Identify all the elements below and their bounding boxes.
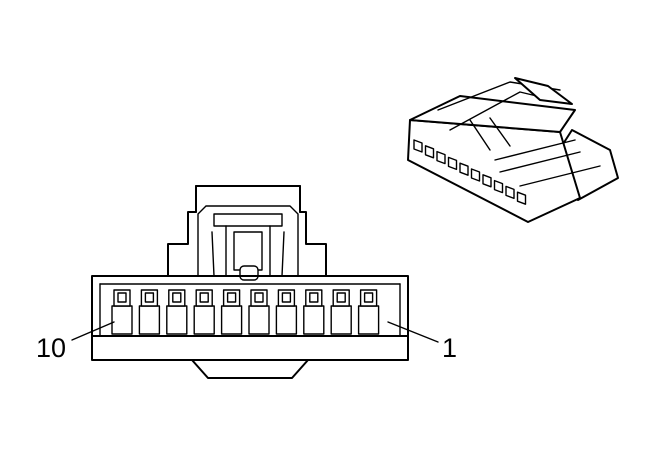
- iso-cavity-9: [505, 185, 515, 200]
- cavity-slot-7: [193, 305, 215, 335]
- cavity-slot-9: [138, 305, 161, 335]
- iso-cavity-5: [459, 162, 469, 176]
- iso-cavity-8: [493, 179, 504, 194]
- cavity-slot-1: [357, 305, 380, 335]
- connector-isometric-view: [407, 77, 619, 223]
- cavity-terminal-6: [226, 292, 237, 303]
- latch-arm-outer: [197, 205, 299, 277]
- iso-side-line-3: [519, 165, 601, 187]
- iso-rib-2: [489, 117, 511, 147]
- iso-side-line-1: [494, 139, 576, 161]
- latch-window: [233, 231, 263, 271]
- iso-side-line-2: [499, 151, 581, 173]
- cavity-terminal-8: [172, 292, 182, 303]
- cavity-terminal-10: [117, 292, 127, 303]
- cavity-terminal-5: [254, 292, 264, 303]
- latch-tower-inner-edges: [195, 185, 301, 213]
- iso-cavity-6: [470, 168, 481, 182]
- cavity-row: [111, 289, 380, 335]
- cavity-slot-6: [220, 305, 243, 335]
- cavity-slot-3: [303, 305, 325, 335]
- latch-tower: [167, 185, 327, 277]
- iso-cavity-10: [516, 191, 527, 205]
- leader-line-1: [387, 321, 439, 343]
- iso-cavity-3: [436, 150, 446, 165]
- iso-body-front: [407, 119, 581, 223]
- leader-line-10: [71, 321, 115, 341]
- iso-cavity-7: [482, 174, 492, 188]
- cavity-terminal-1: [363, 292, 374, 303]
- cavity-terminal-4: [281, 292, 292, 303]
- pin-label-10: 10: [36, 333, 66, 363]
- latch-arm-top: [213, 213, 283, 227]
- cavity-terminal-3: [309, 292, 319, 303]
- pin-label-1: 1: [442, 333, 457, 363]
- cavity-slot-8: [166, 305, 188, 335]
- latch-ribs: [211, 231, 285, 277]
- polarization-key: [191, 359, 309, 379]
- connector-front-view: 10 1: [36, 185, 457, 379]
- cavity-slot-4: [275, 305, 298, 335]
- cavity-terminal-2: [336, 292, 346, 303]
- cavity-terminal-9: [144, 292, 155, 303]
- cavity-slot-2: [330, 305, 352, 335]
- latch-button: [239, 265, 259, 281]
- cavity-slot-5: [248, 305, 270, 335]
- iso-cavity-4: [447, 156, 458, 171]
- iso-latch: [514, 77, 573, 105]
- iso-cavity-row: [413, 139, 527, 205]
- iso-cavity-1: [413, 139, 423, 153]
- cavity-terminal-7: [199, 292, 209, 303]
- cavity-slot-10: [111, 305, 133, 335]
- iso-cavity-2: [424, 145, 435, 159]
- latch-arm-sides: [225, 225, 271, 277]
- iso-rib-1: [469, 119, 491, 151]
